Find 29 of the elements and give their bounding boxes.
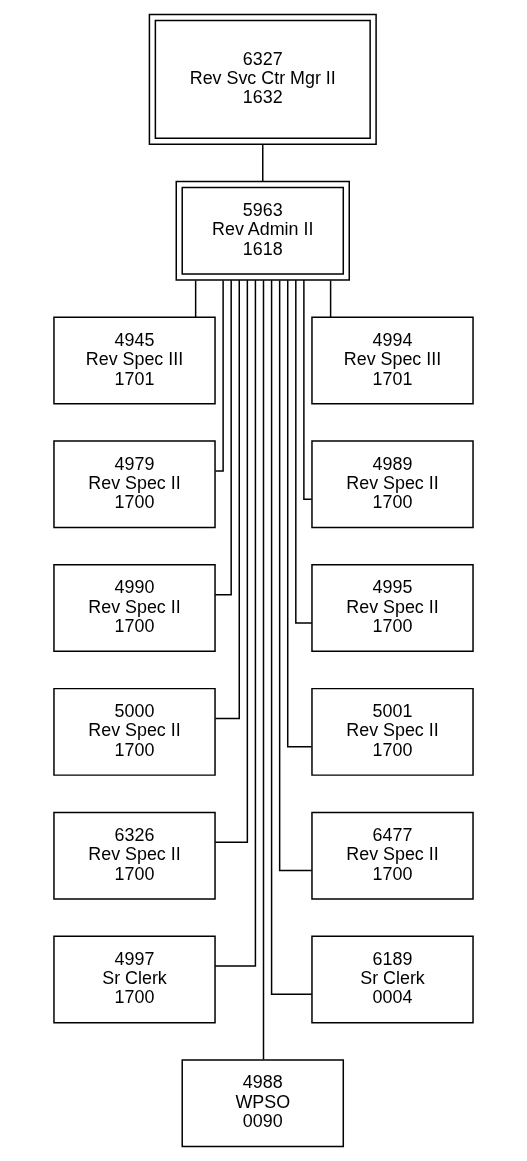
connector [303, 279, 313, 500]
node-box: 4945 Rev Spec III 1701 [53, 316, 216, 405]
connector [287, 279, 313, 748]
connector [214, 279, 257, 967]
connector [262, 143, 264, 183]
connector [278, 279, 313, 872]
node-box: 4994 Rev Spec III 1701 [311, 316, 474, 405]
connector [194, 279, 197, 318]
connector [329, 279, 332, 318]
connector [270, 279, 313, 996]
node-box: 5963 Rev Admin II 1618 [175, 180, 350, 281]
node-box: 4979 Rev Spec II 1700 [53, 440, 216, 529]
connector [214, 279, 232, 596]
connector [214, 279, 240, 720]
node-box: 5000 Rev Spec II 1700 [53, 687, 216, 776]
connector [214, 279, 224, 472]
node-box: 4997 Sr Clerk 1700 [53, 935, 216, 1024]
connector [214, 279, 249, 843]
node-box: 4995 Rev Spec II 1700 [311, 564, 474, 653]
node-box: 4989 Rev Spec II 1700 [311, 440, 474, 529]
node-box: 6477 Rev Spec II 1700 [311, 811, 474, 900]
node-box: 6327 Rev Svc Ctr Mgr II 1632 [148, 13, 377, 146]
node-box: 6189 Sr Clerk 0004 [311, 935, 474, 1024]
node-box: 6326 Rev Spec II 1700 [53, 811, 216, 900]
node-box: 5001 Rev Spec II 1700 [311, 687, 474, 776]
node-box: 4988 WPSO 0090 [181, 1059, 345, 1148]
connector [295, 279, 313, 624]
connector [262, 279, 265, 1061]
node-box: 4990 Rev Spec II 1700 [53, 564, 216, 653]
